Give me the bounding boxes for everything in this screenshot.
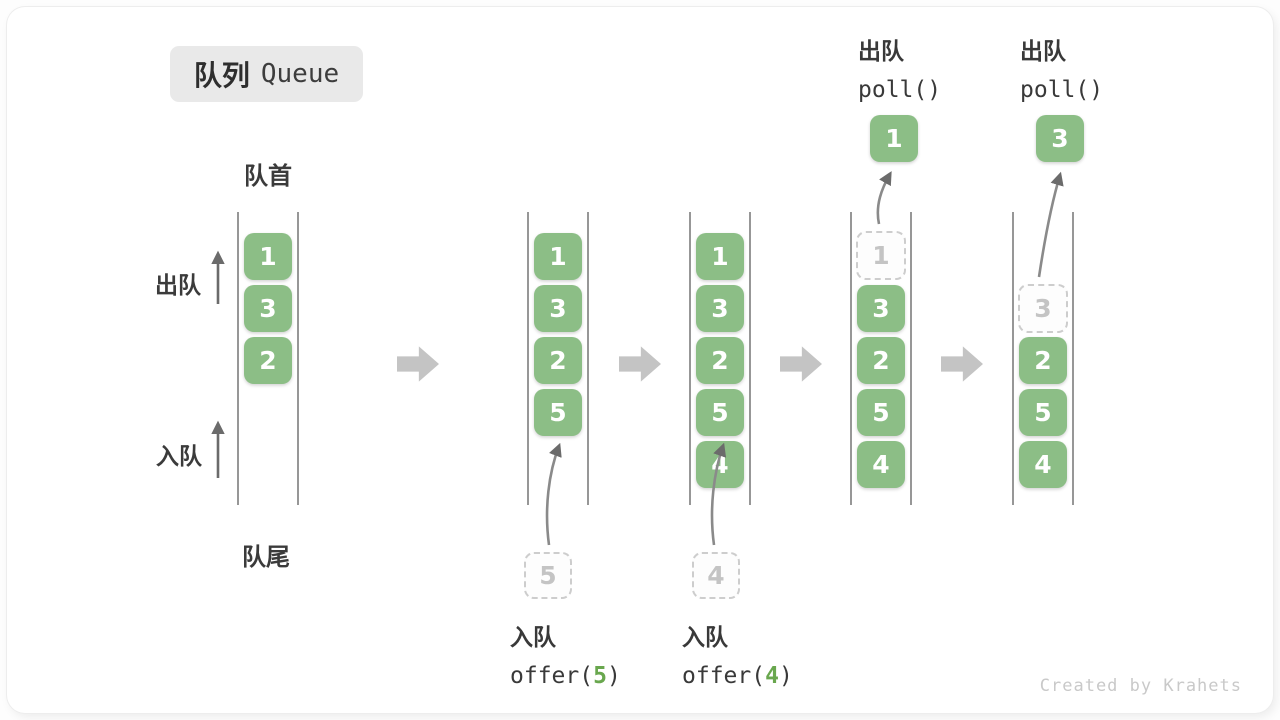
queue-container-state4 bbox=[850, 212, 912, 505]
dequeued-ghost-item: 1 bbox=[856, 231, 906, 280]
popped-item: 1 bbox=[870, 115, 918, 162]
queue-item: 3 bbox=[534, 285, 582, 332]
queue-item: 5 bbox=[857, 389, 905, 436]
watermark: Created by Krahets bbox=[1039, 676, 1242, 696]
enqueue-op-name: 入队 bbox=[682, 624, 728, 650]
label-queue-rear: 队尾 bbox=[242, 544, 290, 571]
dequeue-operation-label: 出队 poll() bbox=[858, 32, 941, 103]
enqueue-op-name: 入队 bbox=[510, 624, 556, 650]
queue-item: 1 bbox=[696, 233, 744, 280]
dequeue-op-code: poll() bbox=[858, 77, 942, 103]
popped-item: 3 bbox=[1036, 115, 1084, 162]
queue-item: 5 bbox=[534, 389, 582, 436]
code-arg: 5 bbox=[593, 663, 607, 689]
code-pre: offer( bbox=[510, 663, 594, 689]
enqueue-op-code: offer(4) bbox=[682, 663, 793, 689]
queue-item: 2 bbox=[1019, 337, 1067, 384]
code-post: ) bbox=[606, 663, 621, 689]
label-queue-front: 队首 bbox=[244, 163, 292, 190]
queue-item: 3 bbox=[244, 285, 292, 332]
queue-item: 3 bbox=[696, 285, 744, 332]
queue-item: 4 bbox=[696, 441, 744, 488]
label-dequeue: 出队 bbox=[155, 272, 201, 298]
label-enqueue: 入队 bbox=[156, 443, 202, 469]
queue-container-state3 bbox=[689, 212, 751, 505]
pending-enqueue-item: 5 bbox=[524, 552, 572, 599]
queue-item: 1 bbox=[244, 233, 292, 280]
code-pre: offer( bbox=[682, 663, 766, 689]
queue-item: 4 bbox=[1019, 441, 1067, 488]
title-en: Queue bbox=[260, 59, 340, 89]
code-post: ) bbox=[778, 663, 793, 689]
queue-item: 2 bbox=[696, 337, 744, 384]
queue-item: 3 bbox=[857, 285, 905, 332]
queue-item: 4 bbox=[857, 441, 905, 488]
enqueue-operation-label: 入队 offer(4) bbox=[682, 618, 793, 689]
enqueue-operation-label: 入队 offer(5) bbox=[510, 618, 621, 689]
queue-item: 1 bbox=[534, 233, 582, 280]
queue-item: 5 bbox=[1019, 389, 1067, 436]
title-zh: 队列 bbox=[193, 60, 250, 91]
dequeue-op-name: 出队 bbox=[1020, 38, 1066, 64]
queue-item: 2 bbox=[534, 337, 582, 384]
queue-container-state2 bbox=[527, 212, 589, 505]
queue-item: 2 bbox=[244, 337, 292, 384]
dequeue-operation-label: 出队 poll() bbox=[1020, 32, 1103, 103]
queue-container-state1 bbox=[237, 212, 299, 505]
code-arg: 4 bbox=[765, 663, 779, 689]
dequeue-op-name: 出队 bbox=[858, 38, 904, 64]
enqueue-op-code: offer(5) bbox=[510, 663, 621, 689]
diagram-title: 队列 Queue bbox=[170, 46, 363, 102]
queue-item: 2 bbox=[857, 337, 905, 384]
queue-container-state5 bbox=[1012, 212, 1074, 505]
dequeued-ghost-item: 3 bbox=[1018, 284, 1068, 333]
pending-enqueue-item: 4 bbox=[692, 552, 740, 599]
dequeue-op-code: poll() bbox=[1020, 77, 1104, 103]
queue-item: 5 bbox=[696, 389, 744, 436]
